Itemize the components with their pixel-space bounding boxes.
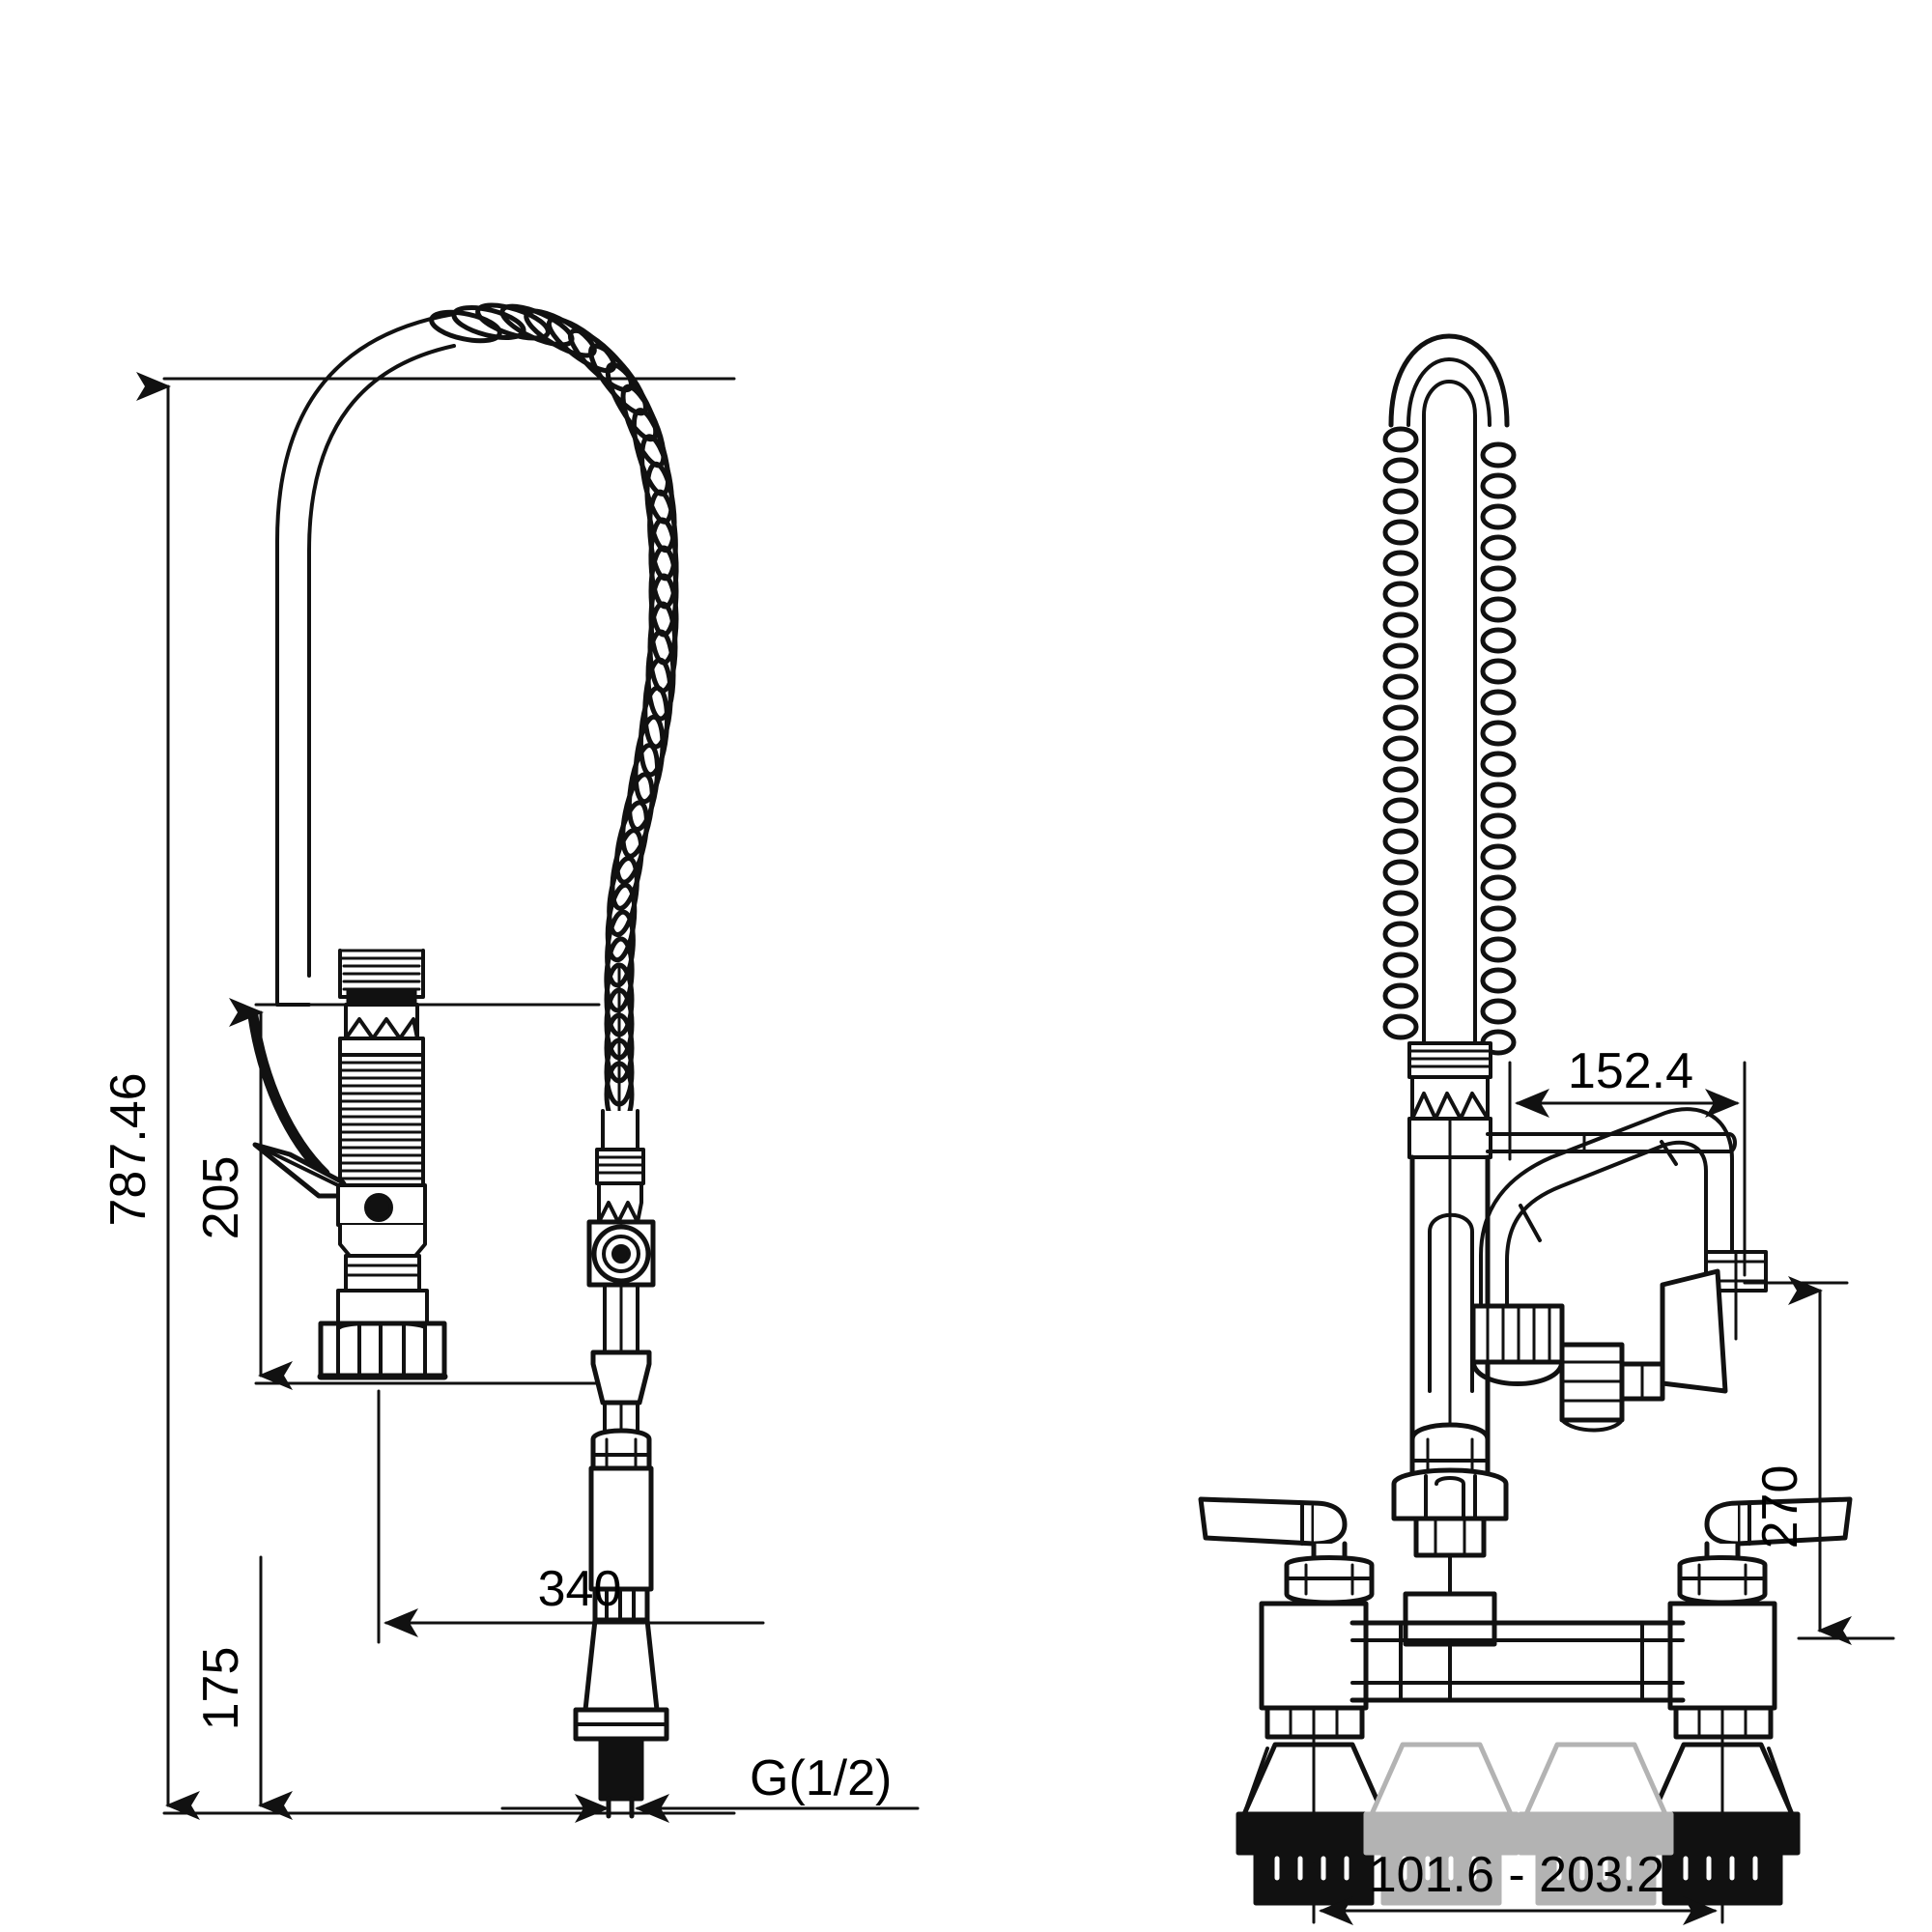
left-view-spring-guard — [429, 302, 679, 1128]
left-view-spray-valve-grip — [247, 949, 448, 1380]
left-view-lower-column — [573, 1109, 669, 1819]
dimension-label-inlet-thread: G(1/2) — [750, 1750, 892, 1806]
dimension-adjustable-centers — [1312, 1862, 1724, 1925]
dimension-spout-height — [1743, 1276, 1895, 1645]
dimension-spray-reach — [377, 1389, 765, 1644]
left-view-gooseneck-riser — [275, 312, 456, 1007]
dimension-label-spout-height: 270 — [1752, 1465, 1808, 1549]
right-view-spring-hose — [1382, 333, 1517, 1056]
dimension-base-height — [254, 1555, 601, 1820]
right-view-riser-column — [1407, 1041, 1492, 1509]
dimension-label-spray-valve-height: 205 — [193, 1156, 249, 1240]
ghost-shank-positions — [1363, 1742, 1674, 1906]
dimension-label-spray-reach: 340 — [538, 1561, 622, 1617]
dimension-spray-valve-height — [229, 998, 601, 1390]
dimension-label-overall-height: 787.46 — [100, 1072, 156, 1226]
dimension-label-spout-reach: 152.4 — [1568, 1043, 1693, 1099]
dimension-label-adjustable-centers: 101.6 - 203.2 — [1369, 1847, 1664, 1903]
right-view-swing-spout — [1470, 1107, 1768, 1433]
dimension-spout-reach — [1508, 1061, 1747, 1277]
dimension-label-base-height: 175 — [193, 1647, 249, 1731]
